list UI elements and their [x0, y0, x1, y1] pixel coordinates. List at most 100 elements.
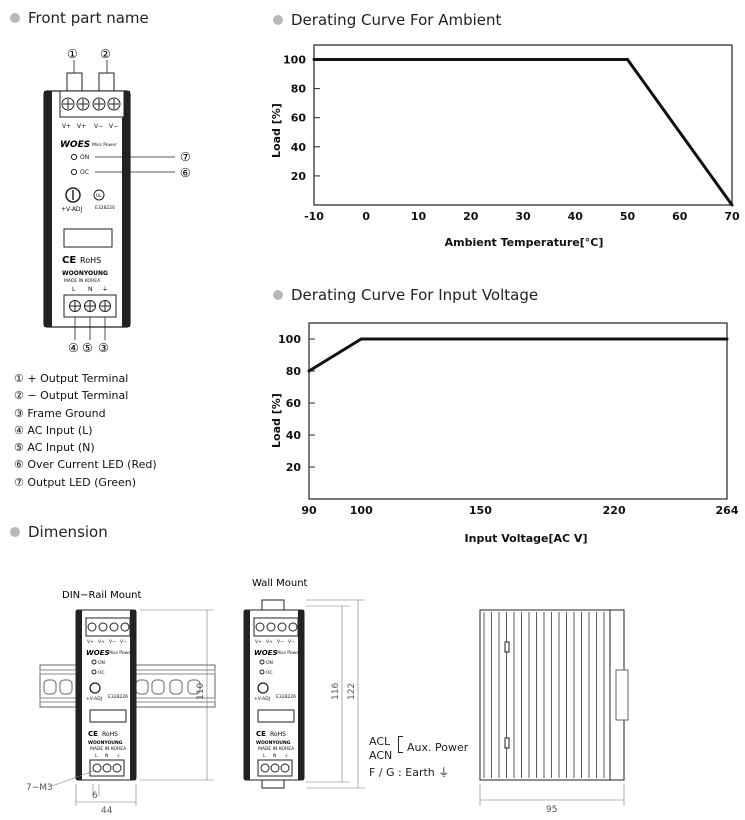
bullet-dot-icon — [273, 15, 283, 25]
svg-text:CE: CE — [88, 730, 98, 738]
x-tick-label: 10 — [411, 210, 427, 223]
svg-text:Miss Power: Miss Power — [92, 142, 117, 148]
svg-text:V+: V+ — [87, 639, 94, 645]
x-tick-label: 60 — [672, 210, 688, 223]
data-point — [730, 203, 734, 207]
bullet-dot-icon — [10, 13, 20, 23]
height-110: 110 — [196, 683, 206, 700]
rohs-mark: RoHS — [80, 256, 101, 265]
ambient-curve-title: Derating Curve For Ambient — [273, 11, 501, 29]
svg-text:OC: OC — [266, 670, 273, 676]
input-voltage-curve-title: Derating Curve For Input Voltage — [273, 286, 538, 304]
input-voltage-derating-chart: Load [%] Input Voltage[AC V] 20406080100… — [270, 322, 739, 545]
svg-text:V−: V− — [120, 639, 127, 645]
din-rail-slots — [43, 679, 201, 695]
y-tick-label: 60 — [291, 112, 307, 125]
svg-text:WOES: WOES — [254, 649, 278, 657]
x-tick-label: 90 — [301, 504, 317, 517]
svg-text:N: N — [105, 753, 108, 759]
svg-text:+V-ADJ: +V-ADJ — [61, 206, 83, 213]
height-116: 116 — [331, 683, 341, 700]
y-tick-label: 80 — [286, 365, 302, 378]
ul-mark-icon — [93, 189, 105, 201]
output-led — [70, 153, 78, 161]
callout-6: ⑥ — [180, 166, 191, 180]
x-axis-label: Input Voltage[AC V] — [465, 532, 588, 545]
legend-item: ⑤ AC Input (N) — [14, 441, 95, 455]
x-tick-label: 40 — [568, 210, 584, 223]
svg-text:MADE IN KOREA: MADE IN KOREA — [90, 746, 127, 752]
y-tick-label: 40 — [291, 141, 307, 154]
svg-text:V+: V+ — [255, 639, 262, 645]
svg-text:CE: CE — [256, 730, 266, 738]
svg-text:WOONYOUNG: WOONYOUNG — [88, 740, 123, 746]
dimension-title: Dimension — [10, 523, 108, 541]
svg-text:MADE IN KOREA: MADE IN KOREA — [64, 278, 101, 284]
bullet-dot-icon — [273, 290, 283, 300]
top-terminal-screws — [61, 97, 121, 111]
svg-text:+V-ADJ: +V-ADJ — [86, 696, 102, 702]
legend-item: ⑥ Over Current LED (Red) — [14, 458, 157, 472]
bottom-terminal-screws — [69, 300, 111, 312]
svg-text:V−: V− — [109, 639, 116, 645]
svg-text:V−: V− — [94, 123, 103, 130]
plot-frame — [313, 44, 733, 206]
bullet-dot-icon — [10, 527, 20, 537]
callout-7: ⑦ — [180, 150, 191, 164]
svg-text:+V-ADJ: +V-ADJ — [254, 696, 270, 702]
callout-5: ⑤ — [82, 341, 93, 355]
svg-text:RoHS: RoHS — [102, 731, 118, 738]
height-122: 122 — [347, 683, 357, 700]
callout-2: ② — [100, 47, 111, 61]
svg-text:ON: ON — [266, 660, 273, 666]
y-tick-label: 20 — [291, 170, 307, 183]
width-44: 44 — [101, 806, 113, 816]
pitch-6: 6 — [92, 791, 98, 801]
svg-text:WOONYOUNG: WOONYOUNG — [256, 740, 291, 746]
aux-bracket — [398, 736, 403, 753]
acl-label: ACL — [369, 735, 391, 748]
svg-text:WOONYOUNG: WOONYOUNG — [62, 270, 108, 277]
svg-text:MADE IN KOREA: MADE IN KOREA — [258, 746, 295, 752]
y-tick-label: 60 — [286, 397, 302, 410]
callout-3: ③ — [98, 341, 109, 355]
ce-mark: CE — [62, 255, 76, 266]
x-tick-label: 150 — [469, 504, 492, 517]
svg-text:OC: OC — [98, 670, 105, 676]
svg-text:L: L — [72, 286, 76, 293]
label-window — [63, 228, 113, 248]
svg-text:V+: V+ — [266, 639, 273, 645]
screw-spec: 7−M3 — [26, 783, 53, 793]
svg-text:L: L — [95, 753, 98, 759]
acn-label: ACN — [369, 749, 393, 762]
brand-logo: WOES — [60, 140, 90, 150]
y-tick-label: 40 — [286, 429, 302, 442]
x-axis-label: Ambient Temperature[°C] — [445, 236, 604, 249]
wall-mount-label: Wall Mount — [252, 578, 308, 589]
front-part-title: Front part name — [10, 9, 149, 27]
svg-text:Miss Power: Miss Power — [108, 650, 133, 656]
series-line — [314, 58, 734, 206]
y-tick-label: 100 — [283, 54, 306, 67]
y-tick-label: 80 — [291, 83, 307, 96]
svg-text:L: L — [263, 753, 266, 759]
x-tick-label: 100 — [350, 504, 373, 517]
svg-text:⏚: ⏚ — [116, 752, 121, 759]
y-tick-label: 100 — [278, 333, 301, 346]
svg-text:V−: V− — [277, 639, 284, 645]
dimension-drawings: DIN−Rail Mount V+ V+ V− V− WOES Miss Pow… — [26, 578, 629, 816]
x-tick-label: 20 — [463, 210, 479, 223]
svg-text:Miss Power: Miss Power — [276, 650, 301, 656]
svg-text:V+: V+ — [98, 639, 105, 645]
svg-text:ON: ON — [80, 154, 89, 161]
svg-text:V−: V− — [288, 639, 295, 645]
svg-text:WOES: WOES — [86, 649, 110, 657]
data-point — [307, 369, 311, 373]
data-point — [725, 337, 729, 341]
svg-text:UL: UL — [96, 193, 102, 199]
x-tick-label: 0 — [362, 210, 370, 223]
svg-text:⏚: ⏚ — [102, 286, 108, 293]
x-tick-label: 220 — [603, 504, 626, 517]
svg-text:⏚: ⏚ — [284, 752, 289, 759]
svg-text:RoHS: RoHS — [270, 731, 286, 738]
